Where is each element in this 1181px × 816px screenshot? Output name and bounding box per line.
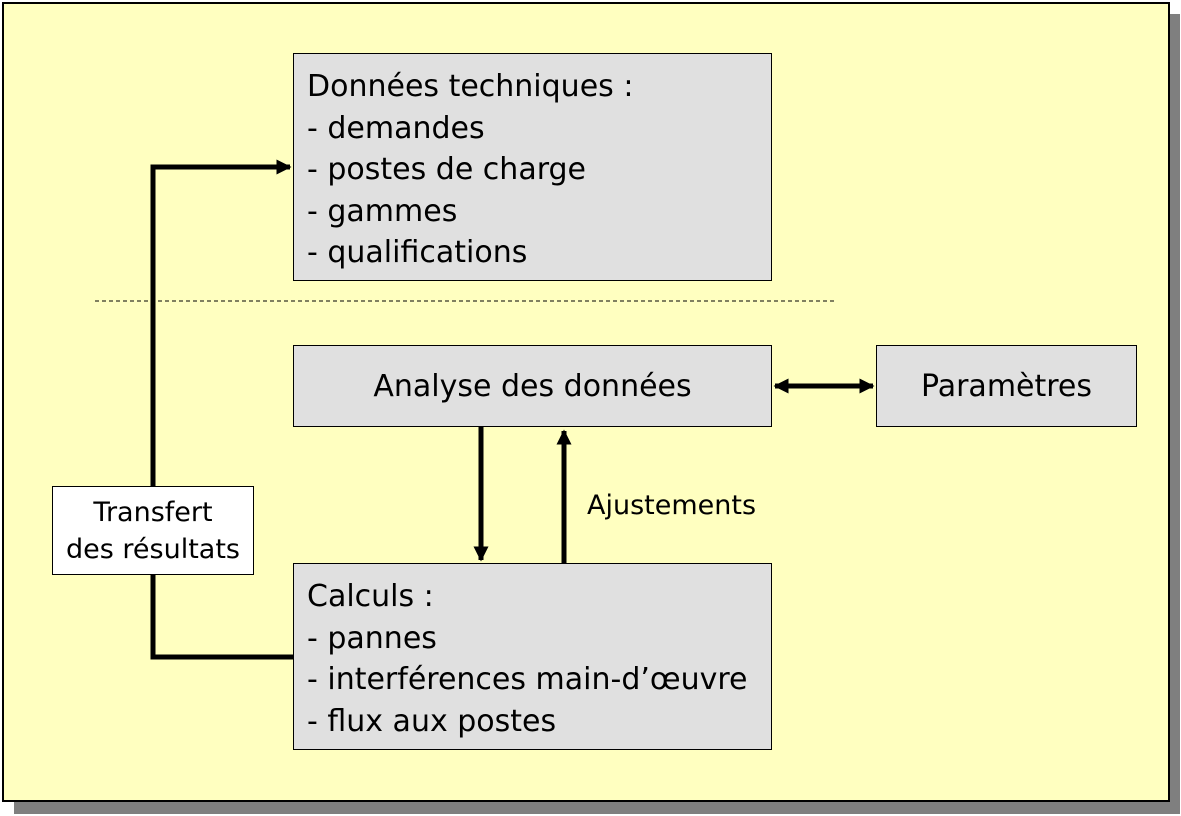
- parameters-box: Paramètres: [876, 345, 1137, 427]
- parameters-label: Paramètres: [920, 368, 1093, 404]
- technical-data-title: Données techniques :: [307, 69, 634, 104]
- technical-data-box: Données techniques : - demandes - postes…: [293, 53, 772, 281]
- calculations-title: Calculs :: [307, 579, 434, 614]
- transfer-connector-arrow: [150, 159, 293, 660]
- transfer-label-box: Transfert des résultats: [52, 486, 254, 575]
- calculations-item: - interférences main-d’œuvre: [307, 662, 748, 697]
- technical-data-item: - gammes: [307, 193, 458, 229]
- adjustments-label: Ajustements: [587, 490, 757, 521]
- calculations-item: - flux aux postes: [307, 703, 557, 739]
- calculations-item: - pannes: [307, 620, 437, 656]
- transfer-label-line2: des résultats: [66, 533, 240, 565]
- calculations-box: Calculs : - pannes - interférences main-…: [293, 563, 772, 750]
- transfer-label-line1: Transfert: [93, 496, 213, 528]
- analysis-box: Analyse des données: [293, 345, 772, 427]
- technical-data-item: - postes de charge: [307, 152, 587, 187]
- technical-data-item: - qualifications: [307, 235, 528, 270]
- technical-data-item: - demandes: [307, 110, 485, 146]
- analysis-label: Analyse des données: [373, 368, 692, 404]
